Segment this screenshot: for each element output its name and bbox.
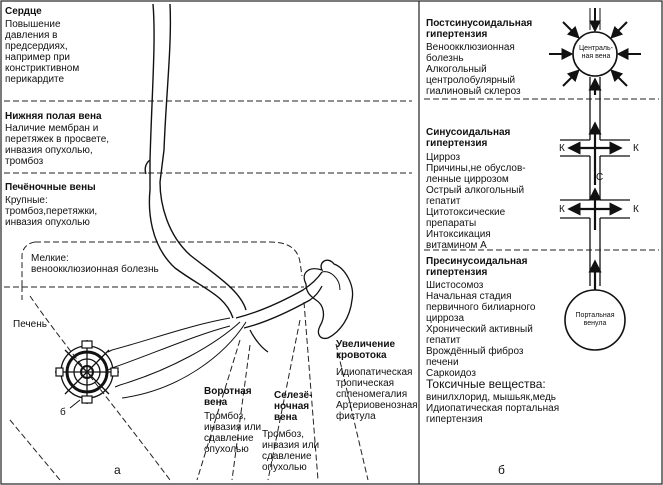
central-vein-label: Централь- ная вена xyxy=(579,45,613,60)
bottom-diverging-lines xyxy=(9,286,369,481)
heart-text: Повышение давления в предсердиях, наприм… xyxy=(5,19,80,85)
small-veins-text: Мелкие: веноокклюзионная болезнь xyxy=(31,253,159,275)
panel-a-section-lines xyxy=(4,100,412,288)
sinusoidal-title: Синусоидальная гипертензия xyxy=(426,127,511,149)
portal-venule-circle xyxy=(564,289,626,351)
k-label-upper-left: К xyxy=(559,143,565,154)
ivc-title: Нижняя полая вена xyxy=(5,111,102,122)
hepatic-veins-title: Печёночные вены xyxy=(5,182,96,193)
liver-label: Печень xyxy=(13,319,47,330)
lobule-b-marker: б xyxy=(60,407,66,418)
presinusoidal-text: Шистосомоз Начальная стадия первичного б… xyxy=(426,280,536,379)
splenic-vein-title: Селезё- ночная вена xyxy=(274,390,313,423)
increased-flow-text: Идиопатическая тропическая спленомегалия… xyxy=(336,367,418,422)
k-label-lower-right: К xyxy=(633,204,639,215)
vena-cava-shape xyxy=(144,3,247,319)
hepatic-veins-text: Крупные: тромбоз,перетяжки, инвазия опух… xyxy=(5,195,98,228)
splenic-vein xyxy=(235,271,323,353)
toxic-text: винилхлорид, мышьяк,медь Идиопатическая … xyxy=(426,392,560,425)
presinusoidal-title: Пресинусоидальная гипертензия xyxy=(426,256,528,278)
spleen-shape xyxy=(303,259,354,340)
c-label: С xyxy=(596,172,604,183)
panel-a-label: а xyxy=(114,463,121,477)
panel-b-label: б xyxy=(498,463,505,477)
small-veins-region xyxy=(21,241,303,286)
portal-venule-label: Портальная венула xyxy=(575,312,615,327)
splenic-vein-text: Тромбоз, инвазия или сдавление опухолью xyxy=(262,429,320,473)
portal-vein-text: Тромбоз, инвазия или сдавление опухолью xyxy=(204,411,262,455)
k-label-lower-left: К xyxy=(559,204,565,215)
heart-title: Сердце xyxy=(5,6,42,17)
sinusoidal-text: Цирроз Причины,не обуслов- ленные цирроз… xyxy=(426,152,526,251)
ivc-text: Наличие мембран и перетяжек в просвете, … xyxy=(5,123,110,167)
sinusoid-arrows xyxy=(567,77,623,290)
central-vein-wheel xyxy=(549,8,641,87)
b-pointer xyxy=(69,399,81,409)
increased-flow-title: Увеличение кровотока xyxy=(336,339,396,361)
spleen-hilum xyxy=(321,271,341,291)
portal-branches xyxy=(107,317,247,399)
k-label-upper-right: К xyxy=(633,143,639,154)
panel-b-section-lines xyxy=(424,98,659,251)
postsinusoidal-text: Веноокклюзионная болезнь Алкогольный цен… xyxy=(426,42,521,97)
toxic-title: Токсичные вещества: xyxy=(426,377,546,391)
portal-vein-title: Воротная вена xyxy=(204,386,252,408)
postsinusoidal-title: Постсинусоидальная гипертензия xyxy=(426,18,533,40)
